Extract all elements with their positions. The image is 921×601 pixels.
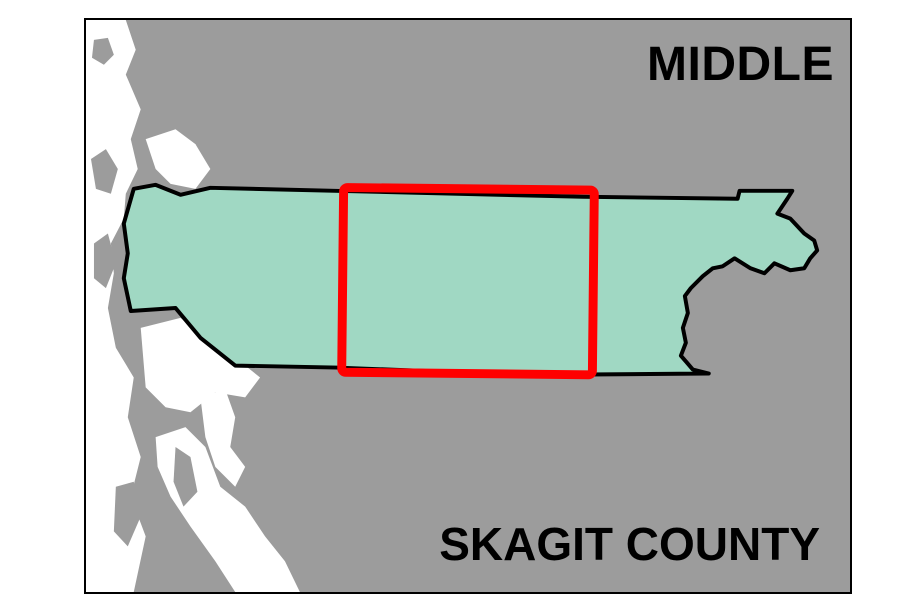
island (173, 447, 198, 507)
island (91, 37, 114, 65)
island (93, 233, 116, 289)
water-inlet-north (145, 129, 211, 189)
map-canvas (86, 20, 850, 592)
island (90, 149, 118, 194)
highlight-box (337, 183, 599, 380)
water-channel (200, 389, 246, 487)
water-inlet-middle (140, 317, 261, 413)
region-label: MIDDLE (647, 38, 834, 91)
map-frame: MIDDLE SKAGIT COUNTY (84, 18, 852, 594)
county-label: SKAGIT COUNTY (439, 518, 820, 570)
island (113, 481, 141, 547)
county-boundary (121, 182, 820, 377)
